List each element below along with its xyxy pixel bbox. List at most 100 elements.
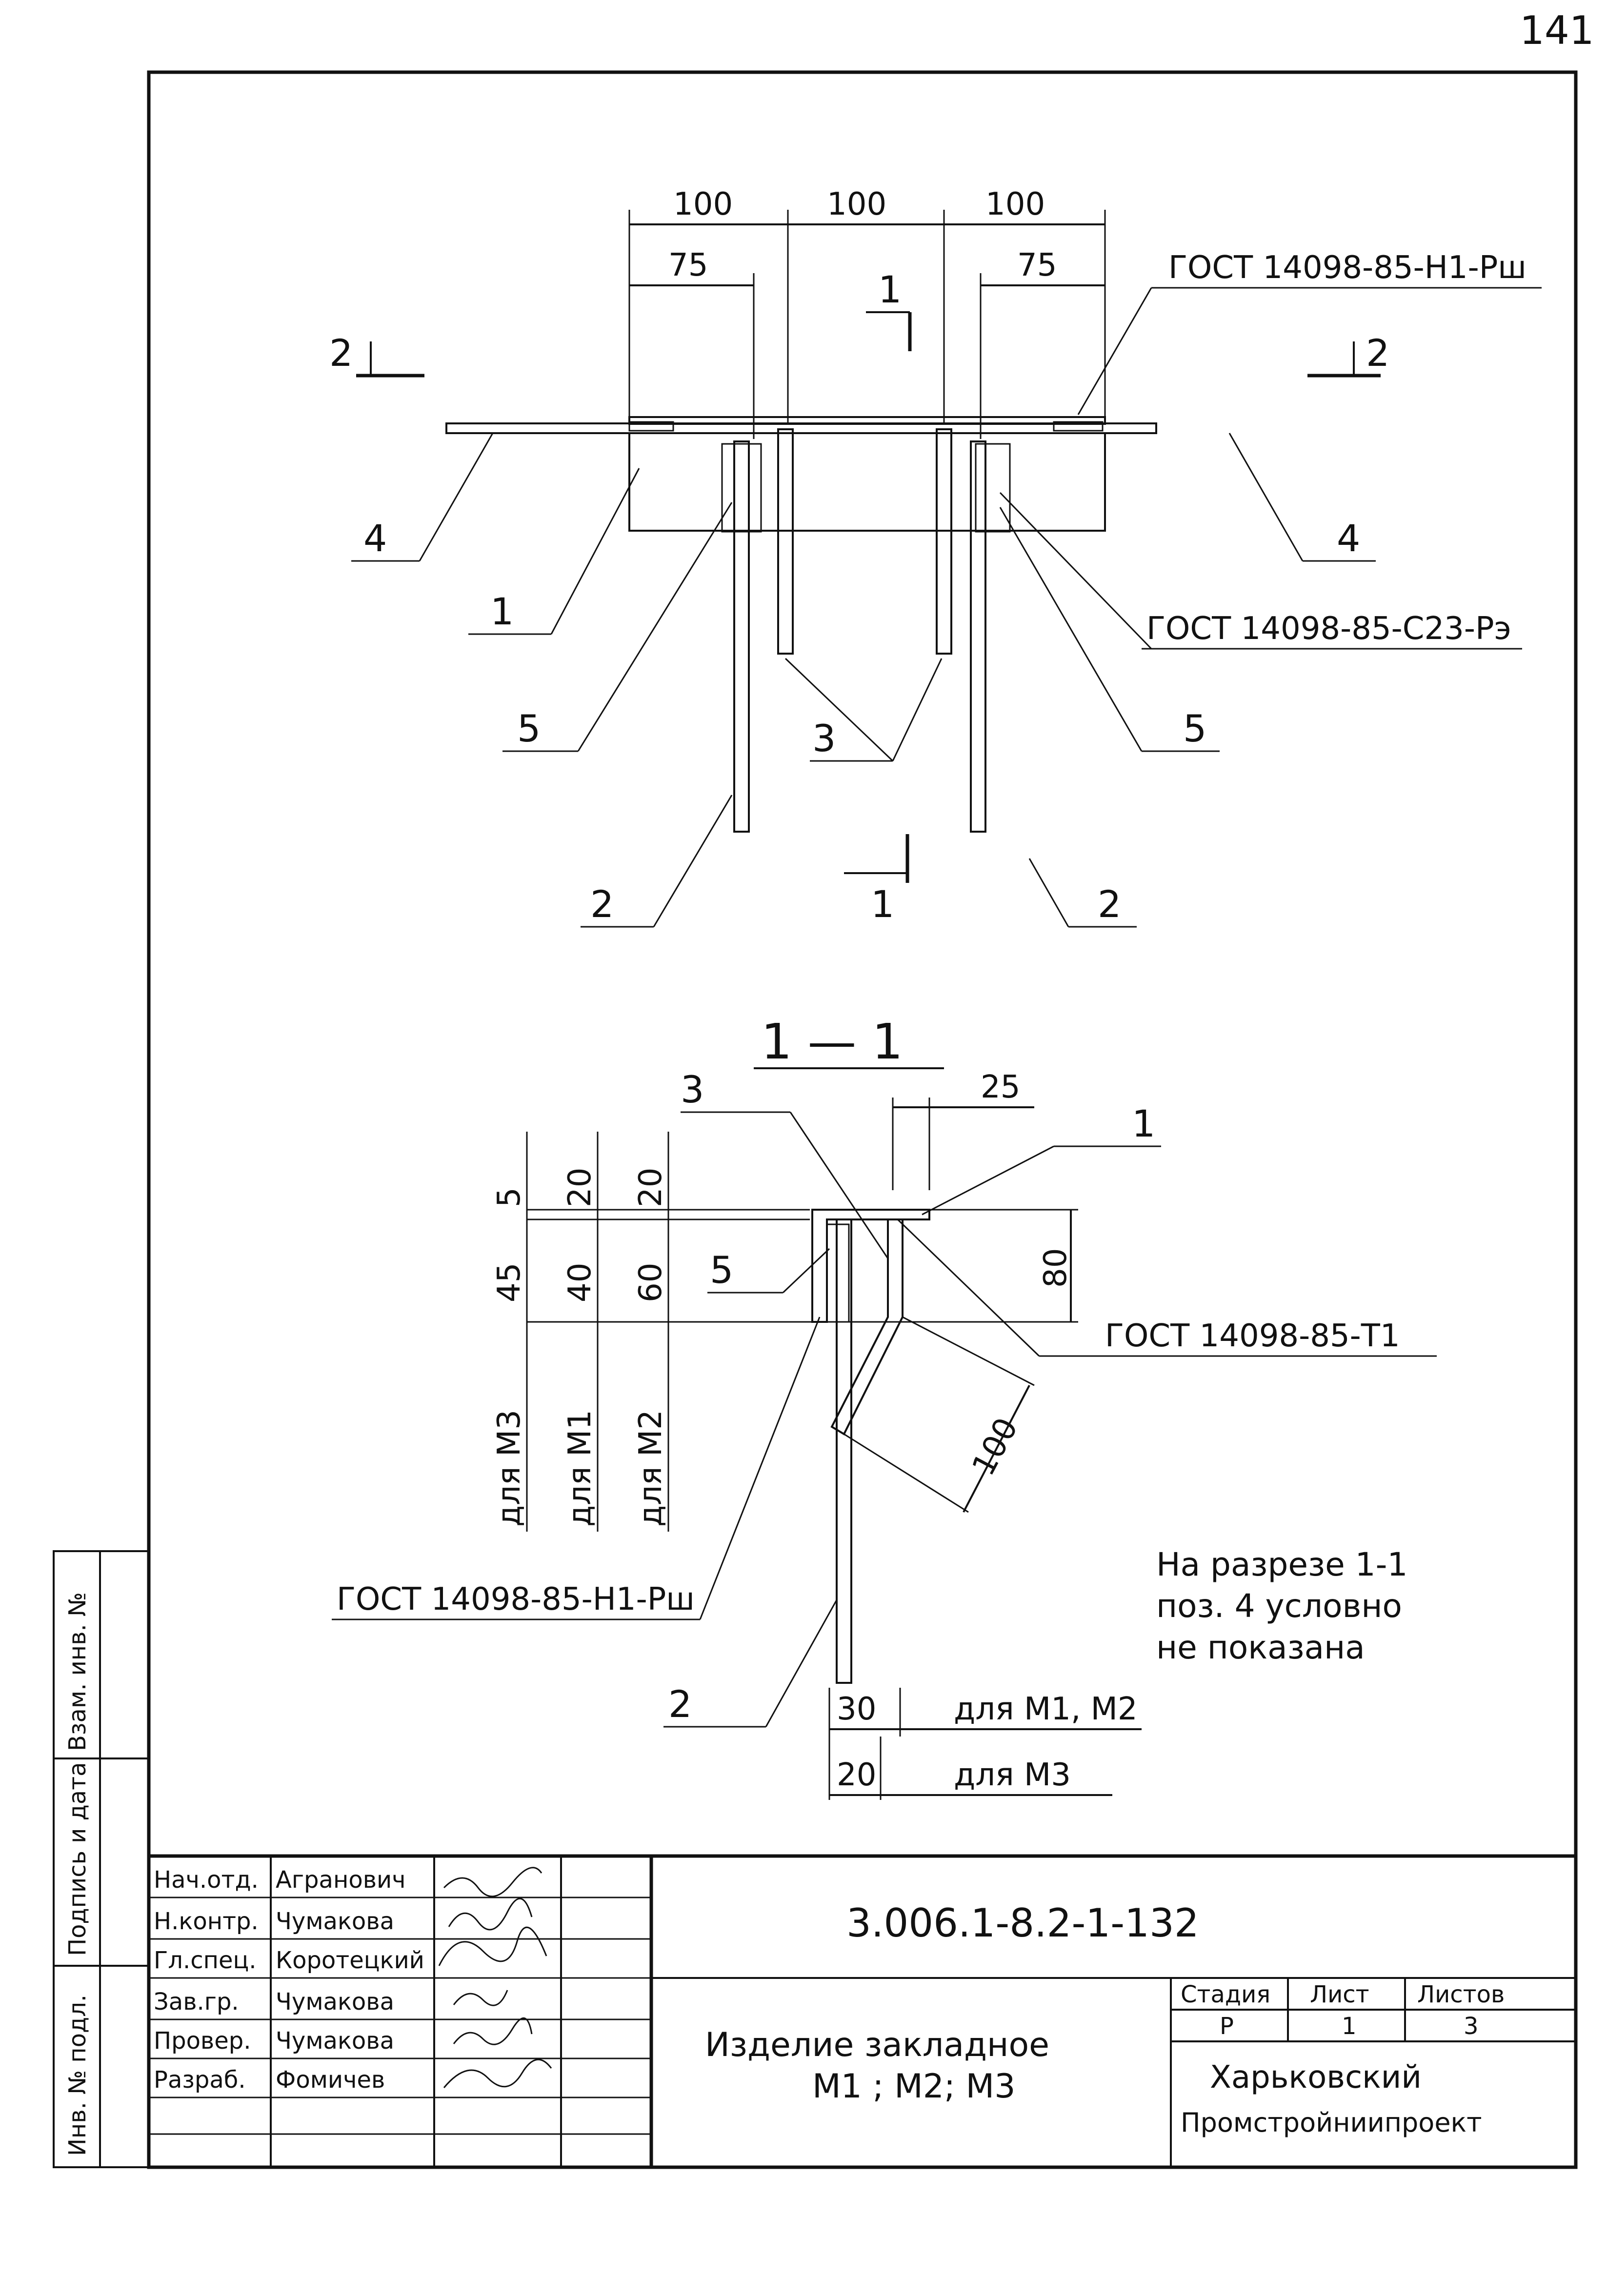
side-vzam: Взам. инв. № xyxy=(64,1592,91,1751)
sheets-header: Листов xyxy=(1417,1981,1505,2008)
section-2-right: 2 xyxy=(1366,331,1389,375)
callout-1-sec: 1 xyxy=(1132,1102,1155,1145)
dim-60: 60 xyxy=(633,1263,669,1302)
gost-h1-plan: ГОСТ 14098-85-Н1-Рш xyxy=(1168,250,1527,286)
leader-gost-h1-sec xyxy=(699,1317,821,1620)
dim-20-m2: 20 xyxy=(633,1168,669,1207)
callout-2-sec: 2 xyxy=(668,1682,692,1726)
dim-100-diag: 100 xyxy=(965,1412,1025,1482)
callout-5-right: 5 xyxy=(1183,707,1206,750)
ext-line-100a xyxy=(902,1316,1035,1386)
signature-scribble xyxy=(448,1897,533,1931)
dim-45: 45 xyxy=(491,1263,527,1302)
weld-5-left xyxy=(721,443,762,533)
leader-3b xyxy=(892,658,943,761)
org-line-1: Харьковский xyxy=(1210,2059,1422,2096)
page-number: 141 xyxy=(1520,8,1594,53)
anchor-bar-right xyxy=(970,440,986,833)
plate-1-section xyxy=(811,1209,930,1323)
side-stamp-frame xyxy=(53,1550,150,2168)
role-2: Гл.спец. xyxy=(154,1947,256,1974)
label-for-m2: для М2 xyxy=(633,1410,669,1527)
leader-line xyxy=(1077,287,1152,415)
leader-2-sec xyxy=(765,1599,838,1727)
dim-25: 25 xyxy=(981,1069,1020,1105)
note-line-1: На разрезе 1-1 xyxy=(1156,1546,1407,1583)
callout-4-left: 4 xyxy=(363,517,387,560)
weld-5-sec xyxy=(826,1223,850,1323)
signature-scribble xyxy=(443,2058,552,2088)
leader-4-left xyxy=(419,433,494,561)
leader-2-right xyxy=(1028,858,1069,927)
dim-5: 5 xyxy=(491,1187,527,1207)
name-3: Чумакова xyxy=(276,1988,394,2016)
org-line-2: Промстройниипроект xyxy=(1181,2107,1482,2138)
sheet-header: Лист xyxy=(1310,1981,1369,2008)
dim-30: 30 xyxy=(837,1691,876,1727)
role-5: Разраб. xyxy=(154,2066,246,2094)
callout-4-right: 4 xyxy=(1337,517,1360,560)
leader-4-right xyxy=(1228,433,1304,561)
name-2: Коротецкий xyxy=(276,1947,424,1974)
signature-scribble xyxy=(453,1990,508,2006)
callout-2-right: 2 xyxy=(1098,882,1121,926)
side-podpis: Подпись и дата xyxy=(64,1762,91,1956)
side-inv-podl: Инв. № подл. xyxy=(64,1995,91,2156)
stage-header: Стадия xyxy=(1181,1981,1270,2008)
title-line-2: М1 ; М2; М3 xyxy=(812,2067,1015,2106)
weld-right xyxy=(1053,421,1104,432)
label-for-m3: для М3 xyxy=(491,1410,527,1527)
name-4: Чумакова xyxy=(276,2027,394,2055)
anchor-bar-left xyxy=(733,440,750,833)
leader-5-sec xyxy=(782,1248,830,1294)
weld-5-right xyxy=(975,443,1011,533)
note-20: для М3 xyxy=(954,1757,1071,1793)
role-0: Нач.отд. xyxy=(154,1866,259,1894)
role-1: Н.контр. xyxy=(154,1908,259,1935)
callout-3-sec: 3 xyxy=(681,1068,704,1111)
anchor-bar-sec xyxy=(836,1218,852,1684)
leader-3-sec xyxy=(789,1112,889,1259)
signature-scribble xyxy=(453,2017,533,2045)
label-for-m1: для М1 xyxy=(562,1410,598,1527)
dim-100-left: 100 xyxy=(673,186,733,222)
dim-20: 20 xyxy=(837,1757,876,1793)
sheet-value: 1 xyxy=(1342,2013,1357,2040)
note-line-3: не показана xyxy=(1156,1629,1365,1666)
section-2-left: 2 xyxy=(329,331,353,375)
weld-left xyxy=(628,421,674,432)
leader-5-left xyxy=(577,502,733,752)
callout-5-left: 5 xyxy=(517,707,541,750)
callout-1: 1 xyxy=(490,590,514,633)
dim-100-mid: 100 xyxy=(827,186,886,222)
leader-gost-c23 xyxy=(999,492,1152,650)
name-0: Агранович xyxy=(276,1866,406,1894)
bar-3-right xyxy=(936,428,952,655)
leader-5-right xyxy=(999,507,1143,752)
dim-75-left: 75 xyxy=(668,247,708,283)
leader-1-sec xyxy=(922,1145,1054,1216)
role-4: Провер. xyxy=(154,2027,251,2055)
sheets-value: 3 xyxy=(1464,2013,1479,2040)
signature-scribble xyxy=(438,1926,547,1966)
dim-20-m1: 20 xyxy=(562,1168,598,1207)
callout-2-left: 2 xyxy=(590,882,614,926)
plan-view: 100 100 100 75 75 ГОСТ 14098-85-Н1-Рш 1 … xyxy=(329,186,1542,928)
leader-2-left xyxy=(653,795,733,927)
side-stamp: Инв. № подл. Подпись и дата Взам. инв. № xyxy=(53,1550,150,2168)
section-title: 1 — 1 xyxy=(761,1013,903,1070)
name-1: Чумакова xyxy=(276,1908,394,1935)
leader-3a xyxy=(784,658,894,762)
signature-scribble xyxy=(443,1867,542,1897)
plate-1-top xyxy=(628,416,1106,425)
ext-line-100b xyxy=(844,1433,969,1513)
dim-40: 40 xyxy=(562,1263,598,1302)
gost-t1: ГОСТ 14098-85-Т1 xyxy=(1105,1318,1400,1354)
note-line-2: поз. 4 условно xyxy=(1156,1587,1402,1625)
dim-75-right: 75 xyxy=(1017,247,1057,283)
leader-1 xyxy=(550,468,640,635)
bar-3-left xyxy=(777,428,794,655)
role-3: Зав.гр. xyxy=(154,1988,239,2016)
stage-value: Р xyxy=(1220,2013,1234,2040)
bar-3-sec xyxy=(830,1218,904,1436)
